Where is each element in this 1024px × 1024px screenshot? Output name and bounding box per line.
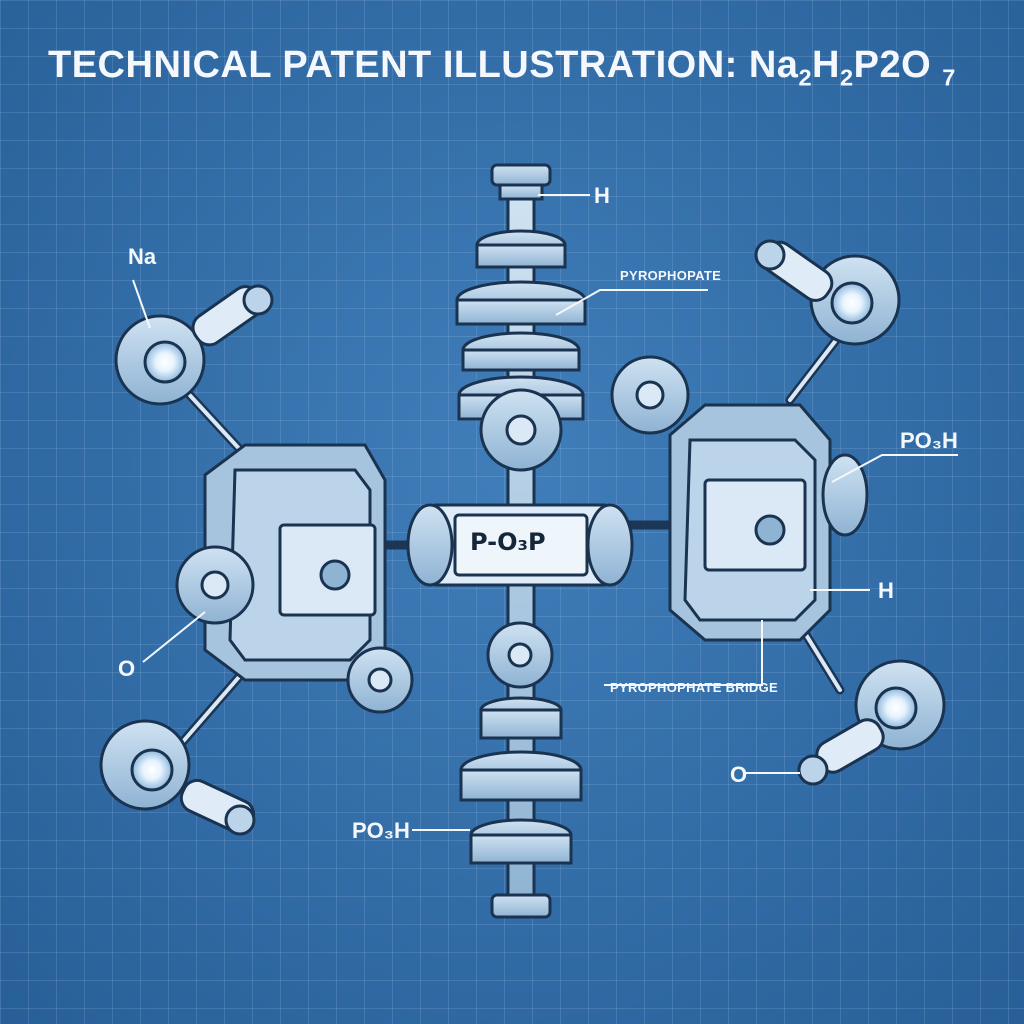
leader-lines bbox=[132, 194, 958, 831]
label-o-right: O bbox=[730, 762, 748, 787]
atom-ball-joints bbox=[99, 254, 946, 811]
central-cylinder bbox=[406, 503, 634, 587]
label-o-left: O bbox=[118, 656, 136, 681]
label-pyrophopate: PYROPHOPATE bbox=[620, 268, 722, 283]
arm-tubes bbox=[179, 239, 885, 836]
label-h-right: H bbox=[878, 578, 894, 603]
label-po3h-bottom: PO₃H bbox=[352, 818, 410, 843]
label-po3h-right: PO₃H bbox=[900, 428, 958, 453]
center-bond-label: P-O₃P bbox=[470, 528, 546, 556]
label-h-top: H bbox=[594, 183, 610, 208]
label-pyrophophate-bridge: PYROPHOPHATE BRIDGE bbox=[610, 680, 778, 695]
label-na: Na bbox=[128, 244, 157, 269]
central-gears bbox=[479, 355, 690, 689]
illustration-title: TECHNICAL PATENT ILLUSTRATION: Na2H2P2O … bbox=[48, 44, 956, 91]
left-module bbox=[175, 443, 414, 714]
right-module bbox=[668, 403, 869, 642]
